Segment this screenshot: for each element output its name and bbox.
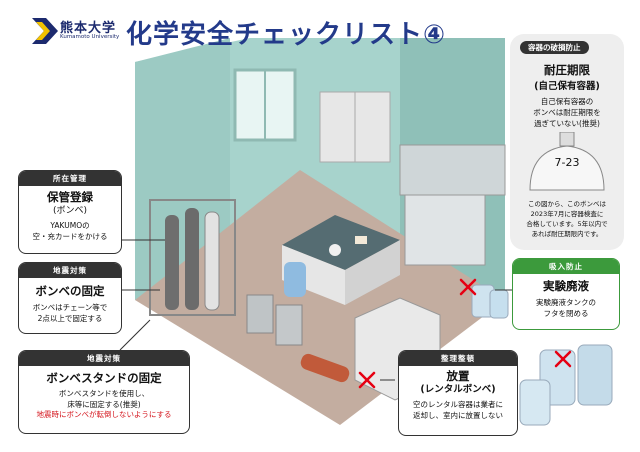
callout-title: ボンベの固定	[35, 284, 105, 298]
callout-desc: ボンベスタンドを使用し、	[58, 389, 150, 398]
waste-tank-2	[489, 289, 509, 319]
callout-note: この図から、このボンベは	[528, 200, 606, 208]
waste-tank-5	[519, 379, 551, 426]
lab-bench-top	[282, 215, 400, 270]
cylinder-stand	[149, 199, 236, 316]
callout-desc: 床等に固定する(推奨)	[67, 399, 141, 409]
rental-cylinder	[300, 353, 350, 383]
callout-desc: 過ぎていない(推奨)	[534, 119, 600, 128]
waste-bin-1	[246, 294, 274, 334]
callout-tidy: 整理整頓 放置 (レンタルボンベ) 空のレンタル容器は業者に 返却し、室内に放置…	[398, 350, 518, 436]
lab-bench-front	[282, 245, 345, 305]
callout-subtitle: (レンタルボンベ)	[420, 384, 496, 395]
cross-icon	[459, 278, 477, 296]
callout-tag: 容器の破損防止	[520, 41, 589, 54]
callout-desc: 返却し、室内に放置しない	[413, 410, 503, 420]
waste-bin-2	[275, 304, 303, 346]
callout-desc: ボンベはチェーン等で	[32, 303, 108, 312]
callout-note: あれば耐圧期限内です。	[531, 230, 603, 238]
callout-title: 実験廃液	[543, 279, 589, 293]
gas-cylinder-2	[185, 208, 199, 310]
callout-title: 放置	[446, 369, 470, 383]
fume-hood-duct	[399, 144, 506, 196]
callout-ownership: 所在管理 保管登録 (ボンベ) YAKUMOの 空・充カードをかける	[18, 170, 122, 254]
callout-tag: 地震対策	[19, 351, 189, 366]
callout-tag: 整理整頓	[399, 351, 517, 366]
callout-tag: 地震対策	[19, 263, 121, 278]
cross-icon	[554, 350, 572, 368]
cylinder-top-icon	[529, 132, 605, 191]
callout-quake-fix: 地震対策 ボンベの固定 ボンベはチェーン等で 2点以上で固定する	[18, 262, 122, 334]
blue-bottle	[284, 262, 306, 297]
callout-title: 保管登録	[47, 190, 93, 204]
gas-cylinder-3	[204, 211, 220, 311]
waste-tank-4	[577, 344, 613, 406]
gas-cylinder-1	[165, 215, 179, 310]
university-logo-icon	[32, 18, 58, 44]
callout-desc: ボンベは耐圧期限を	[533, 108, 601, 117]
callout-tag: 所在管理	[19, 171, 121, 186]
callout-desc: 空・充カードをかける	[32, 231, 108, 241]
callout-desc: 2点以上で固定する	[37, 313, 103, 323]
callout-subtitle: (ボンベ)	[52, 206, 88, 216]
pressure-stamp: 7-23	[554, 156, 580, 169]
callout-subtitle: (自己保有容器)	[534, 81, 600, 92]
university-name-en: Kumamoto University	[60, 34, 120, 40]
university-name: 熊本大学	[60, 21, 117, 36]
expiry-panel: 容器の破損防止 耐圧期限 (自己保有容器) 自己保有容器の ボンベは耐圧期限を …	[510, 34, 624, 250]
callout-title: 耐圧期限	[544, 63, 590, 77]
callout-tag: 吸入防止	[513, 259, 619, 274]
callout-warning: 地震時にボンベが転倒しないようにする	[36, 410, 172, 419]
callout-desc: YAKUMOの	[50, 221, 90, 230]
callout-quake-stand: 地震対策 ボンベスタンドの固定 ボンベスタンドを使用し、 床等に固定する(推奨)…	[18, 350, 190, 434]
callout-desc: 空のレンタル容器は業者に	[413, 400, 503, 409]
callout-note: 合格しています。5年以内で	[526, 220, 608, 228]
page-title: 化学安全チェックリスト④	[126, 20, 447, 50]
cross-icon	[358, 371, 376, 389]
callout-note: 2023年7月に容器検査に	[530, 210, 604, 218]
callout-inhale: 吸入防止 実験廃液 実験廃液タンクの フタを閉める	[512, 258, 620, 330]
callout-desc: フタを閉める	[543, 308, 589, 318]
callout-title: ボンベスタンドの固定	[46, 371, 162, 385]
leader-line	[119, 319, 151, 351]
callout-desc: 実験廃液タンクの	[536, 298, 596, 307]
fume-hood	[404, 194, 486, 266]
callout-desc: 自己保有容器の	[540, 97, 594, 106]
lab-bench-side	[345, 240, 400, 305]
